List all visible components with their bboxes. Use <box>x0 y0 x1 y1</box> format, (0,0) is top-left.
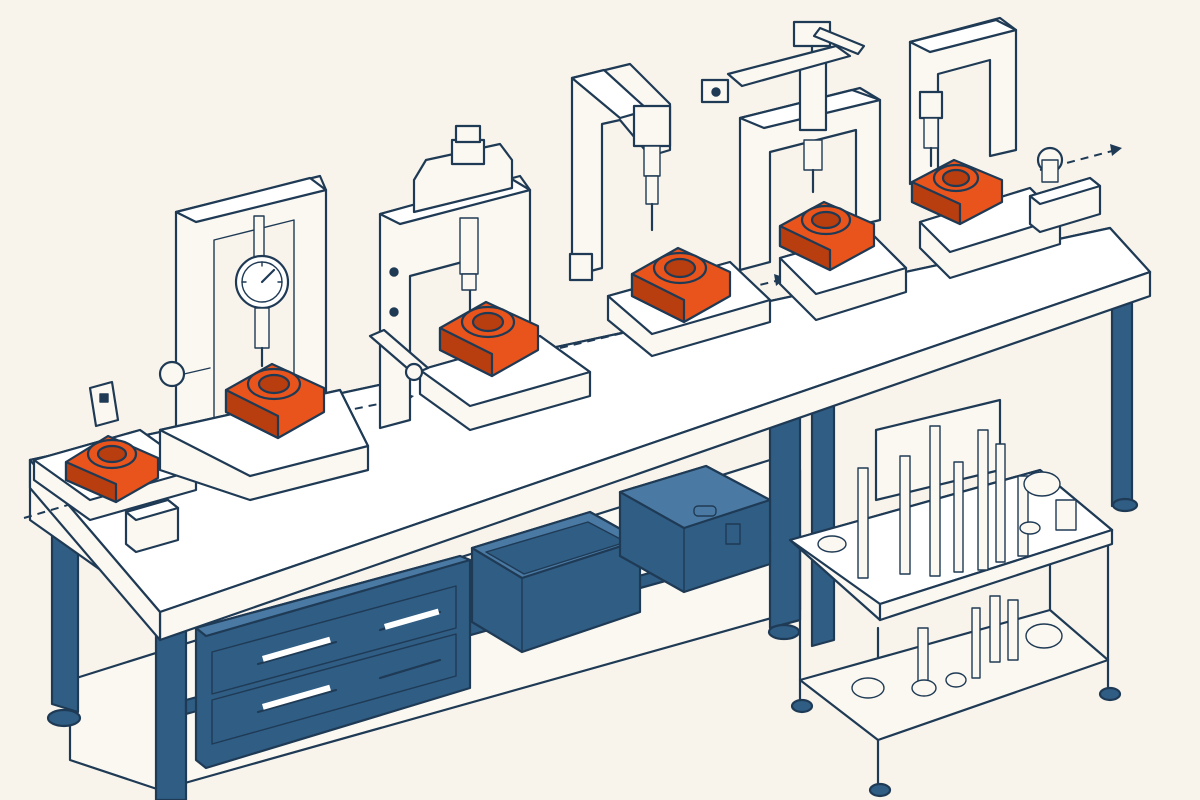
open-storage-bin <box>470 510 642 654</box>
station-2-dial-gauge-inspection <box>158 174 370 502</box>
drawer-unit <box>194 554 472 770</box>
toolbox-latch <box>725 523 741 545</box>
dashed-arrow-icon <box>559 325 653 349</box>
flange-housing-icon <box>224 362 326 440</box>
drawer-handle-3 <box>384 608 440 630</box>
dashed-arrow-icon <box>705 279 781 299</box>
tooling-pins <box>817 425 1077 579</box>
flange-housing-icon <box>778 200 876 272</box>
drawer-handle-1 <box>262 636 331 662</box>
workpieces <box>64 158 1004 504</box>
tooling-bottom-parts <box>851 595 1063 699</box>
toolbox-handle <box>693 505 717 517</box>
station-6-probe <box>908 16 1102 280</box>
station-3-press <box>368 124 592 432</box>
flange-housing-icon <box>64 434 160 504</box>
drawer-handle-2 <box>262 684 331 710</box>
flange-housing-icon <box>910 158 1004 226</box>
flange-housing-icon <box>438 300 540 378</box>
flange-housing-icon <box>630 246 732 324</box>
tooling-cart <box>788 398 1122 798</box>
bench-top <box>28 226 1152 642</box>
closed-toolbox <box>618 464 772 594</box>
